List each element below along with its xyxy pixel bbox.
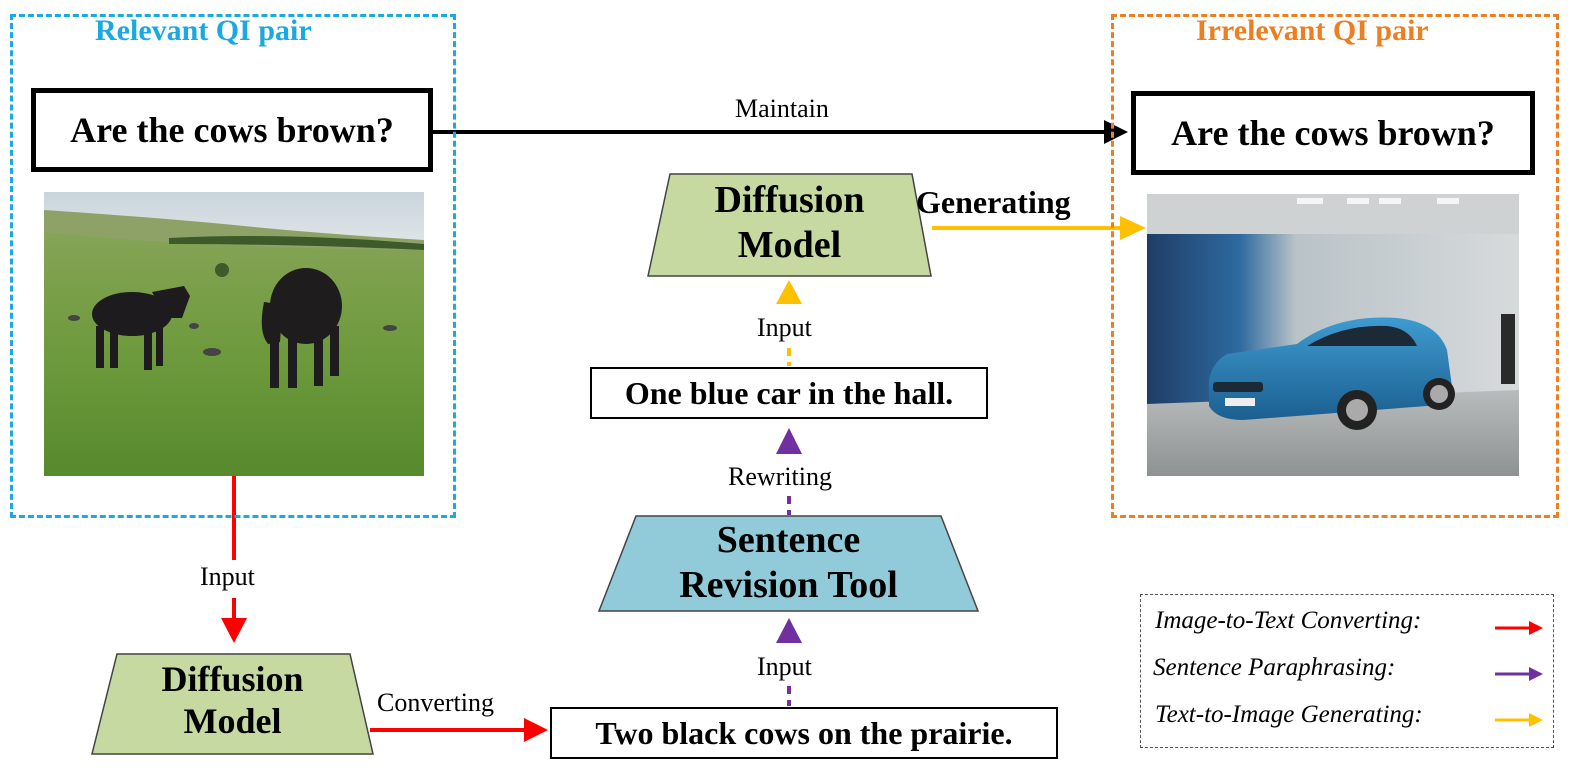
legend-red-arrow-icon <box>1495 621 1543 635</box>
maintain-arrow <box>433 120 1128 144</box>
legend-yellow-arrow-icon <box>1495 713 1543 727</box>
sentence-revision-tool: Sentence Revision Tool <box>599 518 978 608</box>
input-caption-label: Input <box>757 652 812 681</box>
relevant-question-text: Are the cows brown? <box>70 110 394 150</box>
irrelevant-qi-pair-group <box>1111 14 1559 518</box>
legend: Image-to-Text Converting: Sentence Parap… <box>1140 594 1554 748</box>
input-rewritten-label: Input <box>757 313 812 342</box>
legend-item-text-to-image: Text-to-Image Generating: <box>1155 701 1423 728</box>
caption-sentence-text: Two black cows on the prairie. <box>595 714 1013 751</box>
diffusion-model-bottom-line2: Model <box>183 701 282 742</box>
rewritten-sentence-box: One blue car in the hall. <box>590 367 988 419</box>
input-caption-arrow <box>776 618 802 706</box>
legend-purple-arrow-icon <box>1495 667 1543 681</box>
sentence-revision-tool-line2: Revision Tool <box>679 563 898 606</box>
diffusion-model-bottom-line1: Diffusion <box>161 659 304 699</box>
diffusion-model-bottom-shape <box>91 653 374 755</box>
maintain-label: Maintain <box>735 94 829 123</box>
caption-sentence-box: Two black cows on the prairie. <box>550 707 1058 759</box>
rewriting-label: Rewriting <box>728 462 832 491</box>
diffusion-model-top-line1: Diffusion <box>714 179 865 221</box>
sentence-revision-tool-line1: Sentence <box>716 519 861 561</box>
diffusion-model-top-shape <box>647 173 932 277</box>
input-image-arrow <box>221 476 247 643</box>
irrelevant-question-text: Are the cows brown? <box>1171 113 1495 153</box>
diffusion-model-bottom: Diffusion Model <box>92 658 373 743</box>
blue-car-in-hall-photo <box>1147 194 1519 476</box>
legend-item-image-to-text: Image-to-Text Converting: <box>1155 607 1422 634</box>
diffusion-model-top-line2: Model <box>737 223 842 266</box>
legend-arrows <box>1495 621 1543 727</box>
cows-on-prairie-photo <box>44 192 424 476</box>
relevant-qi-pair-group <box>10 14 456 518</box>
input-image-label: Input <box>200 562 255 591</box>
rewritten-sentence-text: One blue car in the hall. <box>624 374 954 411</box>
irrelevant-qi-pair-title: Irrelevant QI pair <box>1196 14 1429 47</box>
relevant-qi-pair-title: Relevant QI pair <box>95 14 312 47</box>
irrelevant-question-box: Are the cows brown? <box>1131 91 1535 175</box>
sentence-revision-tool-shape <box>597 515 980 612</box>
converting-arrow <box>370 718 548 742</box>
input-rewritten-arrow <box>776 280 802 366</box>
converting-label: Converting <box>377 688 494 717</box>
relevant-question-box: Are the cows brown? <box>31 88 433 172</box>
generating-arrow <box>932 216 1146 240</box>
rewriting-arrow <box>776 428 802 515</box>
diffusion-model-top: Diffusion Model <box>648 178 931 268</box>
legend-item-sentence-paraphrasing: Sentence Paraphrasing: <box>1153 654 1396 681</box>
generating-label: Generating <box>916 184 1071 220</box>
